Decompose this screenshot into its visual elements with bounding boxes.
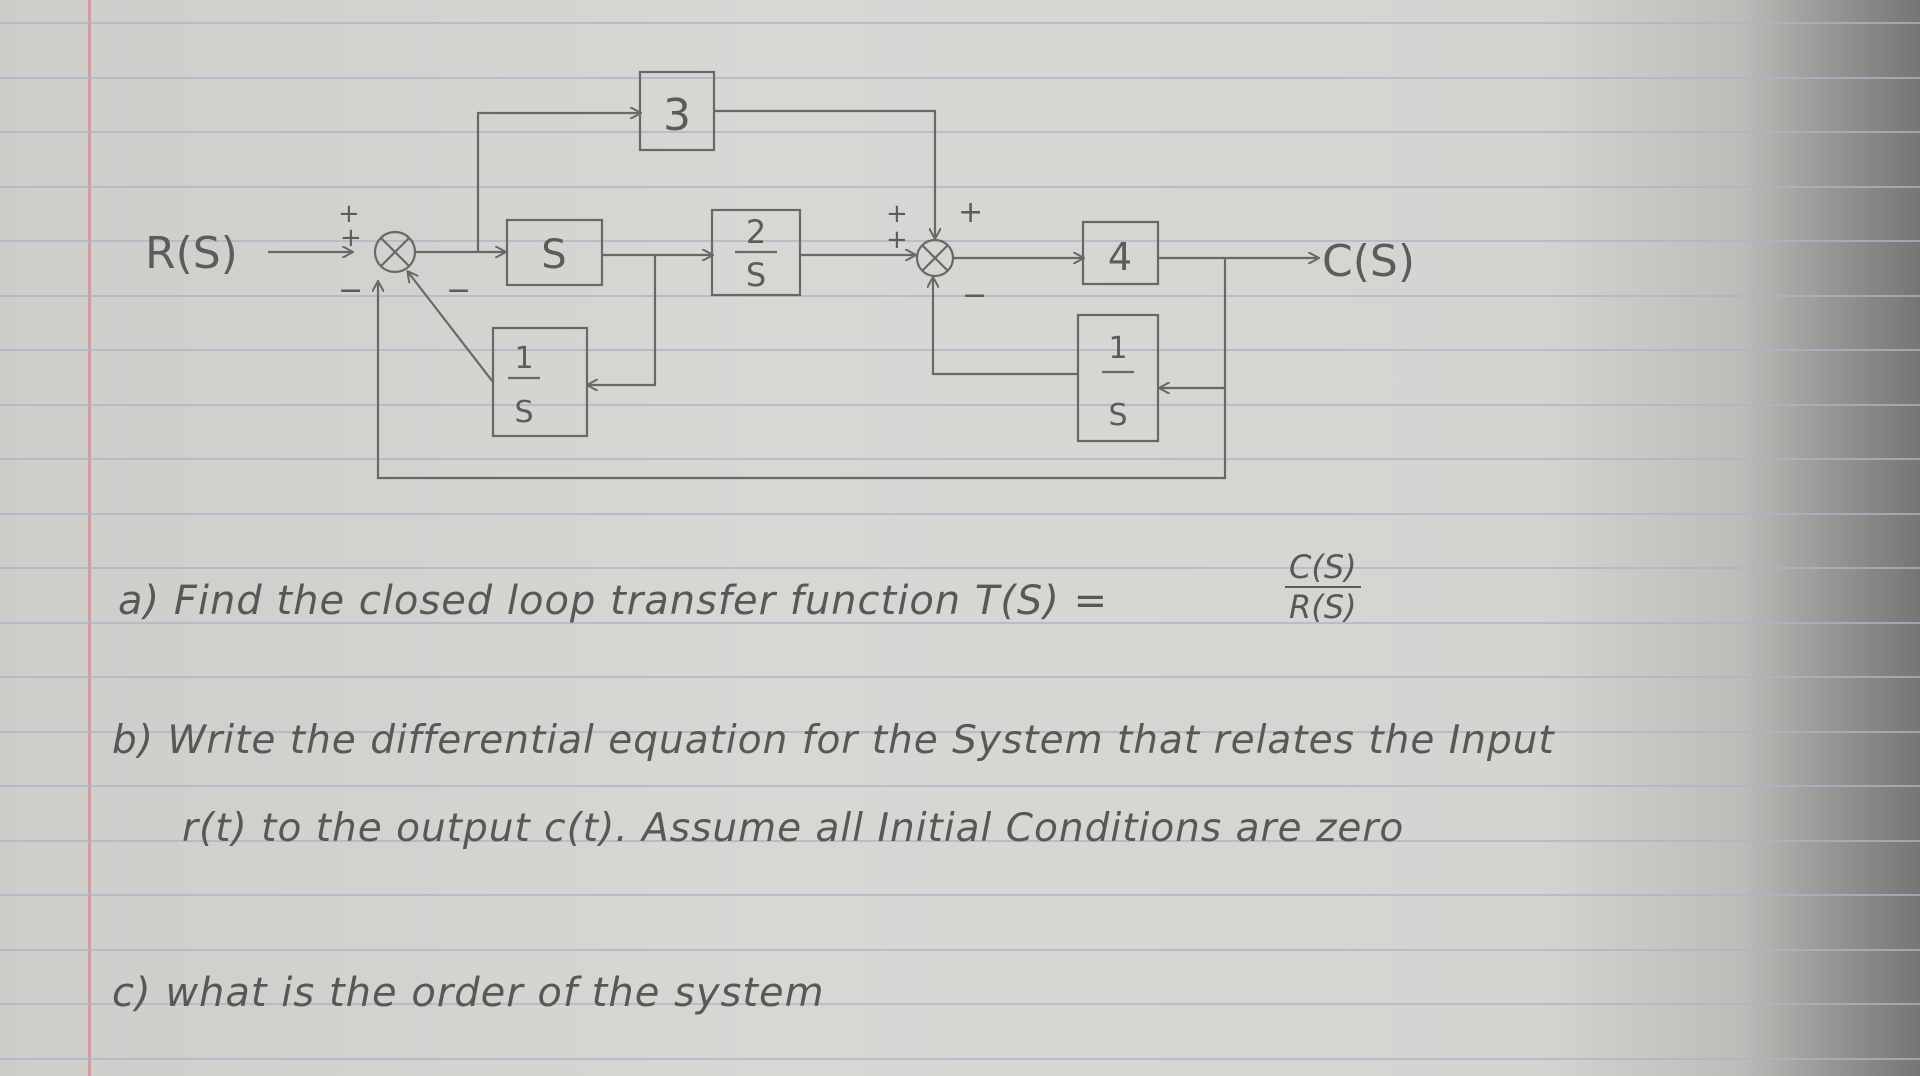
ruled-line (0, 840, 1920, 842)
block-2-over-s-num: 2 (746, 213, 766, 251)
block-right-feedback-num: 1 (1108, 331, 1127, 366)
ruled-line (0, 1003, 1920, 1005)
sign-s2-bottom: − (962, 278, 987, 313)
page-shadow (1740, 0, 1920, 1076)
ruled-line (0, 131, 1920, 133)
ruled-line (0, 567, 1920, 569)
question-b-line-2: r(t) to the output c(t). Assume all Init… (182, 806, 1405, 851)
inner-feedback-diagonal (408, 272, 494, 383)
ruled-line (0, 785, 1920, 787)
question-a: a) Find the closed loop transfer functio… (118, 578, 1109, 624)
sign-s2-left: + (886, 225, 908, 255)
question-a-numerator: C(S) (1285, 548, 1361, 588)
ruled-line (0, 949, 1920, 951)
summing-junction-2 (915, 238, 955, 278)
block-2-over-s (710, 208, 802, 297)
question-c: c) what is the order of the system (112, 970, 825, 1016)
block-s (505, 218, 604, 287)
question-b-line-1: b) Write the differential equation for t… (112, 718, 1555, 763)
sign-s1-diag: − (446, 273, 471, 308)
top-branch-line (476, 113, 640, 252)
ruled-line (0, 349, 1920, 351)
block-s-label: S (541, 232, 566, 278)
block-inner-feedback-num: 1 (514, 341, 533, 376)
ruled-line (0, 731, 1920, 733)
top-branch-return (714, 109, 935, 238)
block-right-feedback (1076, 313, 1160, 443)
sign-s1-left: + (340, 223, 362, 253)
question-a-denominator: R(S) (1289, 588, 1357, 626)
block-inner-feedback (491, 326, 589, 438)
sign-s2-top-left: + (886, 199, 908, 229)
question-a-fraction: C(S) R(S) (1285, 548, 1361, 626)
ruled-line (0, 22, 1920, 24)
sign-s1-top: + (338, 199, 360, 229)
right-feedback-return (933, 278, 1078, 376)
ruled-line (0, 894, 1920, 896)
ruled-line (0, 186, 1920, 188)
ruled-line (0, 622, 1920, 624)
input-label: R(S) (145, 228, 238, 279)
block-2-over-s-den: S (746, 256, 766, 294)
sign-s2-top-right: + (958, 195, 983, 230)
block-right-feedback-den: S (1108, 398, 1127, 433)
right-feedback-line (1160, 258, 1227, 388)
ruled-line (0, 458, 1920, 460)
block-inner-feedback-den: S (514, 395, 533, 430)
block-4-label: 4 (1108, 235, 1132, 279)
block-4 (1081, 220, 1160, 286)
ruled-line (0, 404, 1920, 406)
ruled-line (0, 1058, 1920, 1060)
ruled-line (0, 513, 1920, 515)
margin-line (88, 0, 91, 1076)
block-3-label: 3 (663, 90, 691, 141)
summing-junction-1 (373, 230, 417, 274)
ruled-line (0, 77, 1920, 79)
ruled-line (0, 240, 1920, 242)
outer-feedback-line (378, 282, 1227, 480)
sign-s1-bottom: − (338, 273, 363, 308)
output-label: C(S) (1322, 236, 1415, 287)
inner-feedback-line (588, 255, 657, 385)
ruled-line (0, 295, 1920, 297)
ruled-line (0, 676, 1920, 678)
